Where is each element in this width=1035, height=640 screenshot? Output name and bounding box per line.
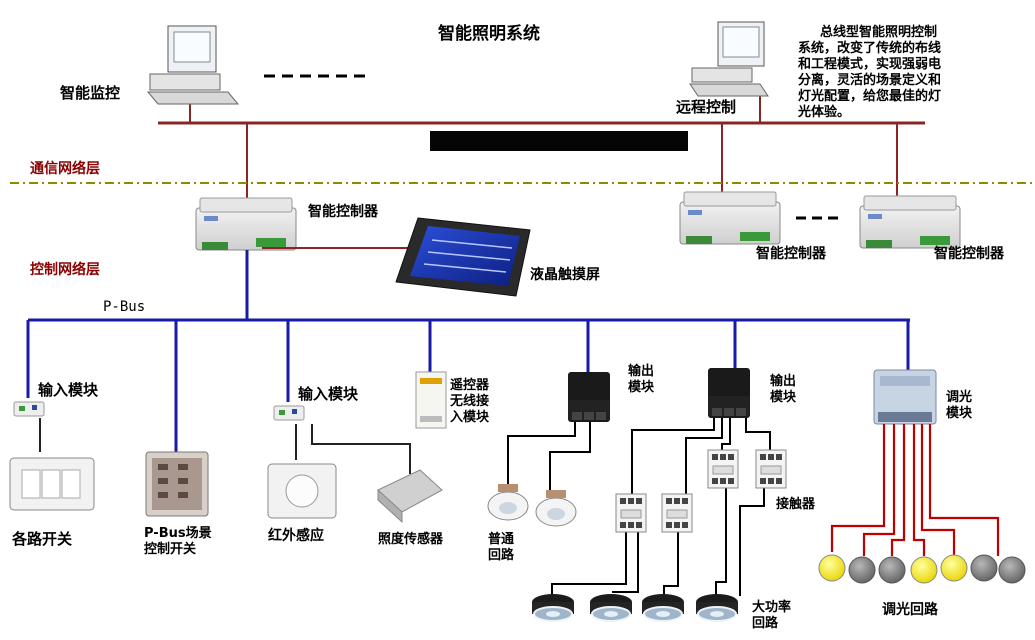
controller-1-label: 智能控制器	[308, 204, 378, 220]
scene-switch-device	[145, 451, 209, 517]
system-description: 总线型智能照明控制 系统，改变了传统的布线 和工程模式，实现强弱电 分离，灵活的…	[798, 25, 942, 120]
touchscreen-label: 液晶触摸屏	[530, 267, 600, 283]
light-sensor-device	[377, 469, 443, 524]
output-module-1-device	[568, 372, 610, 422]
monitor-computer-icon	[146, 25, 240, 105]
contactor-label: 接触器	[776, 497, 816, 512]
remote-computer-icon	[689, 21, 769, 97]
pbus-label: P-Bus	[103, 299, 146, 315]
dimming-lamps	[818, 554, 1026, 584]
power-downlight-3	[641, 593, 685, 622]
switch-label: 各路开关	[12, 530, 73, 548]
normal-downlight-2	[535, 490, 577, 527]
contactor-1	[615, 493, 647, 533]
remote-module-device	[415, 371, 447, 429]
scene-switch-label: P-Bus场景 控制开关	[144, 526, 212, 557]
switch-device	[9, 457, 95, 511]
input-module-1-label: 输入模块	[38, 381, 99, 399]
touchscreen-device	[395, 217, 531, 297]
communication-layer-label: 通信网络层	[30, 161, 100, 177]
power-downlight-1	[531, 593, 575, 622]
monitor-label: 智能监控	[60, 84, 121, 102]
dimmer-module-label: 调光 模块	[946, 390, 973, 421]
remote-module-label: 遥控器 无线接 入模块	[450, 378, 490, 425]
power-circuit-label: 大功率 回路	[752, 600, 792, 631]
dimming-circuit-label: 调光回路	[882, 602, 938, 618]
contactor-4	[755, 449, 787, 489]
input-module-2-label: 输入模块	[298, 385, 359, 403]
controller-2-label: 智能控制器	[756, 246, 826, 262]
controller-1-device	[195, 197, 297, 251]
output-module-2-device	[708, 368, 750, 418]
input-module-2-device	[273, 405, 305, 421]
controller-2-device	[679, 191, 781, 245]
controller-3-device	[859, 195, 961, 249]
diagram-title: 智能照明系统	[438, 24, 540, 44]
output-module-2-label: 输出 模块	[770, 374, 797, 405]
controller-3-label: 智能控制器	[934, 246, 1004, 262]
light-sensor-label: 照度传感器	[378, 532, 444, 547]
infrared-sensor-device	[267, 463, 337, 519]
control-layer-label: 控制网络层	[30, 262, 100, 278]
power-downlight-2	[589, 593, 633, 622]
contactor-3	[707, 449, 739, 489]
contactor-2	[661, 493, 693, 533]
infrared-label: 红外感应	[268, 528, 324, 544]
output-module-1-label: 输出 模块	[628, 364, 655, 395]
normal-circuit-label: 普通 回路	[488, 532, 515, 563]
power-downlight-4	[695, 593, 739, 622]
normal-downlight-1	[487, 484, 529, 521]
dimmer-module-device	[873, 369, 937, 425]
input-module-1-device	[13, 401, 45, 417]
remote-label: 远程控制	[676, 98, 737, 116]
